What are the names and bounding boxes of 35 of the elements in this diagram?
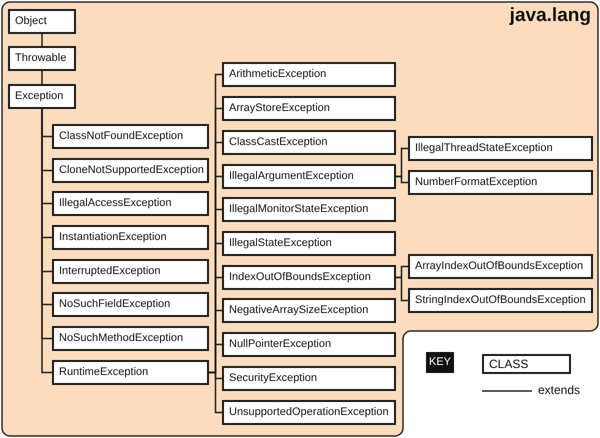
class-box: UnsupportedOperationException xyxy=(222,400,396,425)
class-box: Object xyxy=(8,9,76,34)
class-box: ArrayStoreException xyxy=(222,96,396,121)
class-box: NoSuchMethodException xyxy=(52,326,209,351)
class-box: SecurityException xyxy=(222,366,396,391)
class-box: ClassCastException xyxy=(222,130,396,155)
class-box: IllegalArgumentException xyxy=(222,164,396,189)
class-box: IllegalMonitorStateException xyxy=(222,197,396,222)
class-box: IllegalThreadStateException xyxy=(408,136,593,161)
class-box: ArrayIndexOutOfBoundsException xyxy=(408,254,593,279)
class-box: NoSuchFieldException xyxy=(52,292,209,317)
class-box: NegativeArraySizeException xyxy=(222,298,396,323)
class-box: IllegalAccessException xyxy=(52,191,209,216)
inheritance-line xyxy=(396,276,408,302)
class-box: InterruptedException xyxy=(52,259,209,284)
class-box: ClassNotFoundException xyxy=(52,124,209,149)
class-box: InstantiationException xyxy=(52,225,209,250)
class-box: StringIndexOutOfBoundsException xyxy=(408,288,593,313)
package-title: java.lang xyxy=(510,5,591,28)
class-box: IllegalStateException xyxy=(222,231,396,256)
class-box: Exception xyxy=(8,84,76,109)
class-box: ArithmeticException xyxy=(222,62,396,87)
class-box: IndexOutOfBoundsException xyxy=(222,265,396,290)
inheritance-line xyxy=(396,176,408,184)
class-box: CloneNotSupportedException xyxy=(52,158,209,183)
legend-class-sample: CLASS xyxy=(482,354,571,374)
class-box: NumberFormatException xyxy=(408,170,593,195)
legend-title: KEY xyxy=(426,352,454,373)
class-box: Throwable xyxy=(8,46,76,71)
class-box: RuntimeException xyxy=(52,360,209,385)
inheritance-line xyxy=(41,34,43,46)
class-box: NullPointerException xyxy=(222,332,396,357)
inheritance-line xyxy=(41,71,43,84)
inheritance-line xyxy=(209,372,222,414)
legend-label: extends xyxy=(538,384,580,396)
